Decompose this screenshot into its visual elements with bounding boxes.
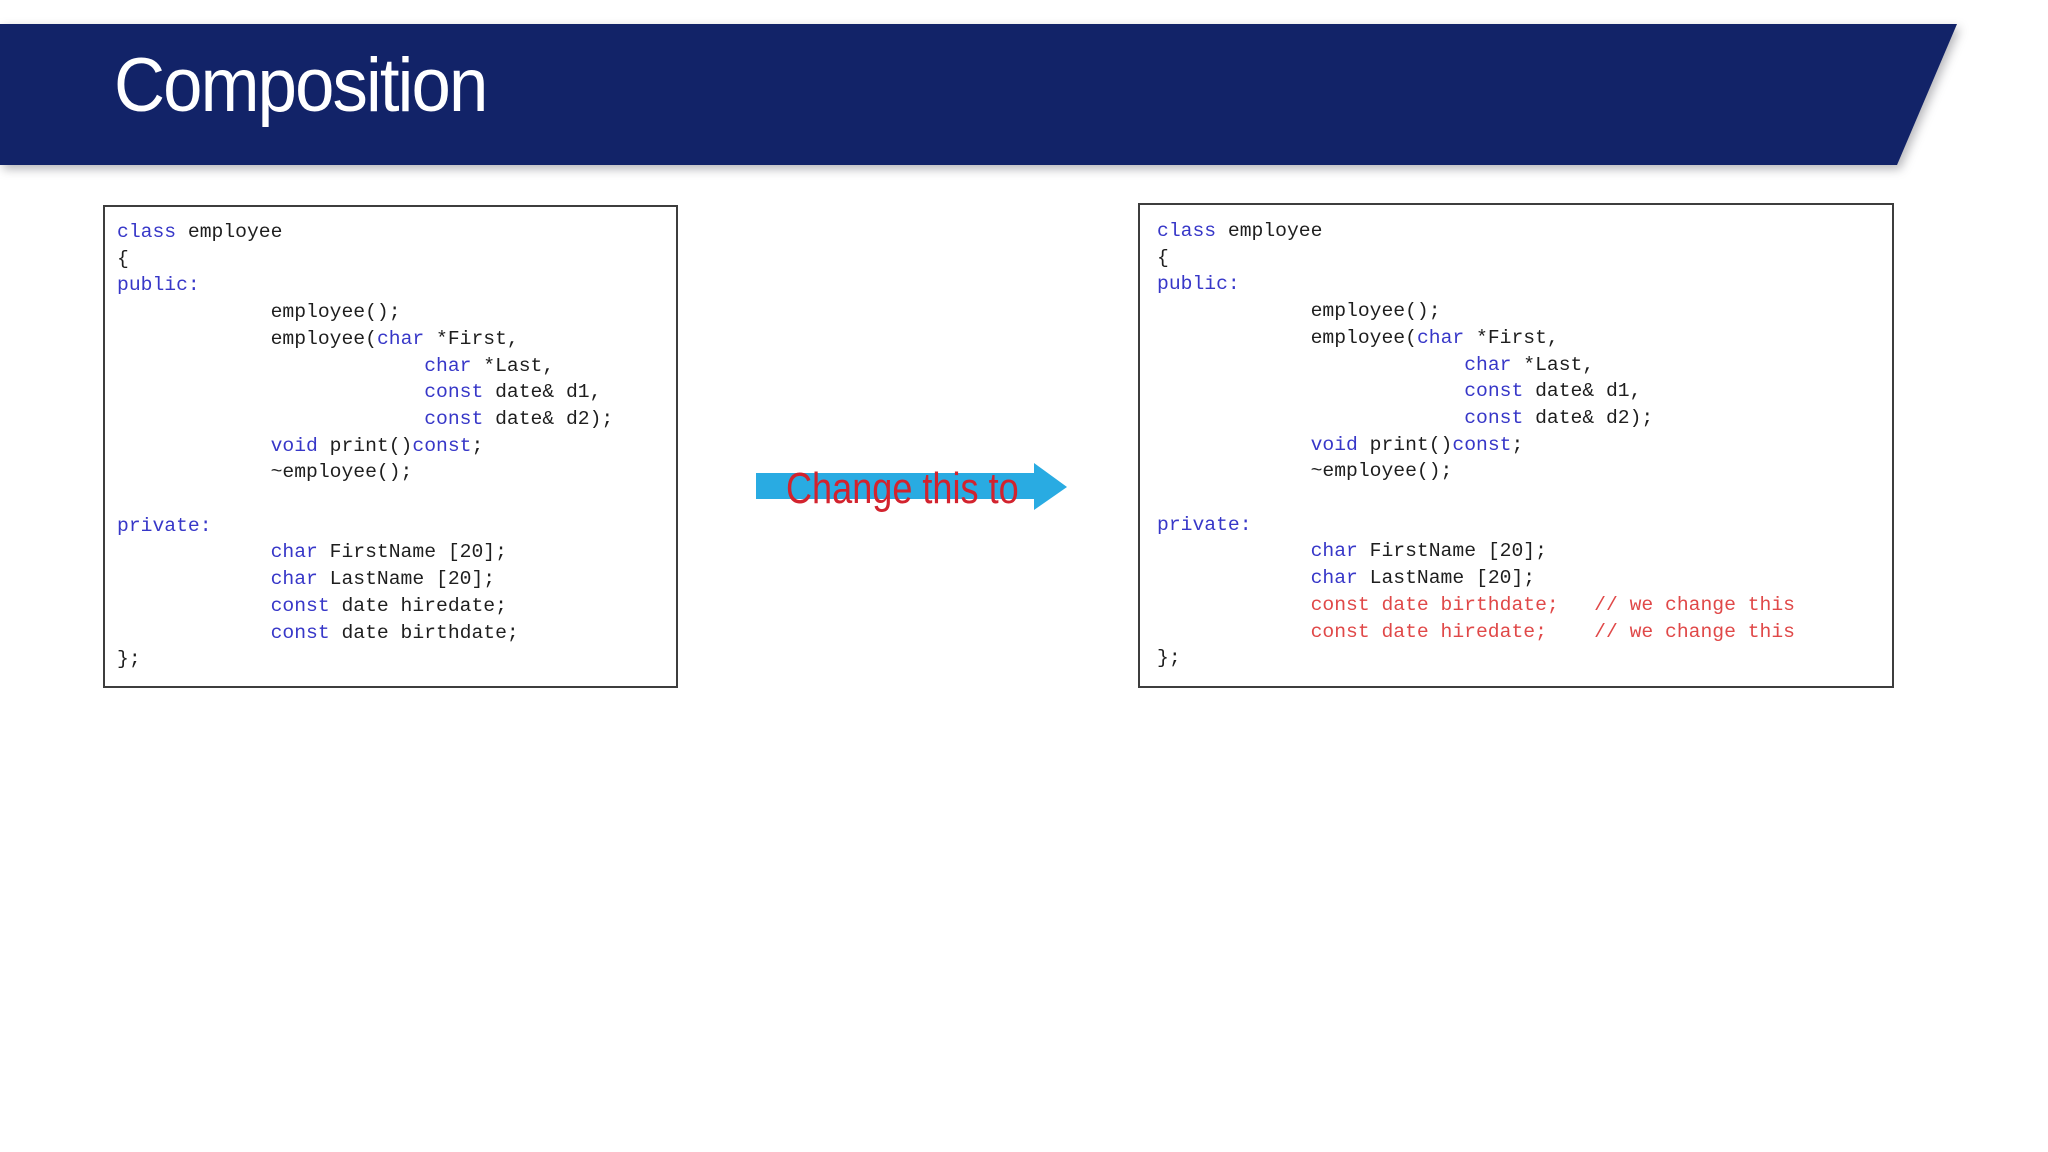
code-line: }; <box>1157 647 1181 670</box>
page-title: Composition <box>114 43 488 128</box>
code-line: class employee <box>117 221 283 243</box>
code-line: ~employee(); <box>117 461 413 484</box>
code-line: const date hiredate; // we change this <box>1157 620 1795 643</box>
right-arrow-icon <box>756 463 1067 510</box>
code-line: const date& d1, <box>1464 380 1642 403</box>
code-line: employee(char *First, <box>1157 326 1559 349</box>
code-line: employee(); <box>1157 300 1441 323</box>
code-line: char *Last, <box>424 354 555 377</box>
code-line: class employee <box>1157 220 1323 242</box>
code-box-before: class employee { public: employee(); emplo… <box>103 205 678 688</box>
code-line: const date& d2); <box>424 407 614 430</box>
code-line: employee(char *First, <box>117 327 519 350</box>
code-line: char LastName [20]; <box>1310 567 1536 590</box>
code-line: char *Last, <box>1464 353 1595 376</box>
title-banner <box>0 24 1957 165</box>
code-box-after: class employee { public: employee(); emplo… <box>1138 203 1894 688</box>
code-line: }; <box>117 648 141 671</box>
code-line: void print()const; <box>270 434 484 457</box>
code-line: ~employee(); <box>1157 460 1453 483</box>
code-line: const date birthdate; // we change this <box>1157 593 1795 616</box>
code-line: public: <box>117 274 200 297</box>
code-line: employee(); <box>117 301 401 324</box>
code-line: const date& d2); <box>1464 406 1654 429</box>
code-line: void print()const; <box>1310 433 1524 456</box>
title-banner-shape <box>0 24 1957 165</box>
code-line: { <box>1157 246 1169 269</box>
code-line <box>117 486 670 513</box>
code-line: char FirstName [20]; <box>1310 540 1547 563</box>
code-line: const date hiredate; <box>270 594 507 617</box>
arrow-label: Change this to <box>786 464 1019 513</box>
code-line: private: <box>117 514 212 537</box>
code-line <box>1157 485 1886 512</box>
code-line: const date& d1, <box>424 381 602 404</box>
code-line: { <box>117 247 129 270</box>
code-line: char LastName [20]; <box>270 568 496 591</box>
code-line: public: <box>1157 273 1240 296</box>
code-line: char FirstName [20]; <box>270 541 507 564</box>
code-line: const date birthdate; <box>270 621 519 644</box>
code-line: private: <box>1157 513 1252 536</box>
